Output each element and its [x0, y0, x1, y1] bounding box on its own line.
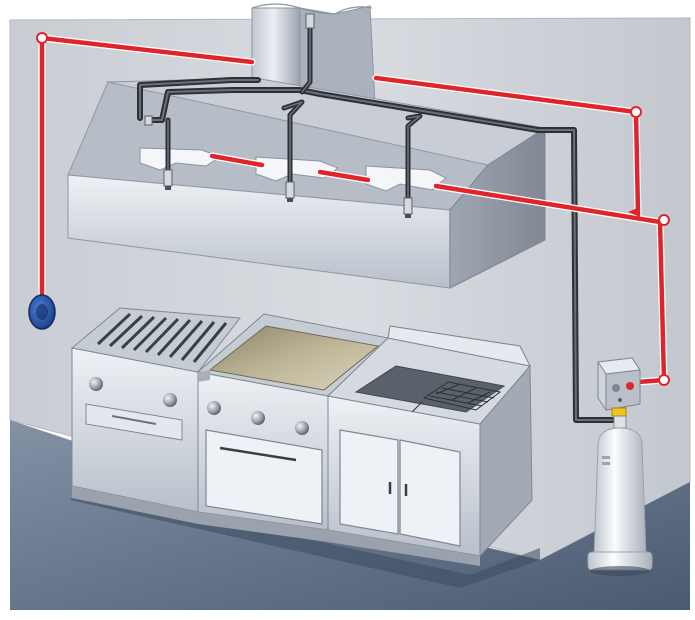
manual-pull-station-icon [29, 295, 55, 329]
knob [163, 393, 177, 407]
cabinet-door-right [400, 440, 460, 546]
knob [89, 377, 103, 391]
discharge-nozzle-icon [306, 14, 314, 28]
knob [251, 411, 265, 425]
discharge-nozzle-icon [286, 182, 294, 202]
knob [207, 401, 221, 415]
discharge-nozzle-icon [164, 170, 172, 190]
knob [295, 421, 309, 435]
discharge-nozzle-icon [404, 198, 412, 218]
